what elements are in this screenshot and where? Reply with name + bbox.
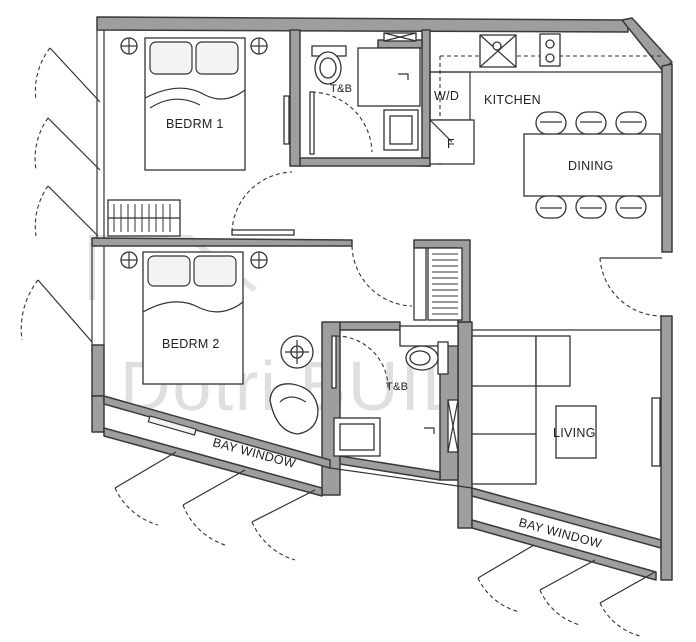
bay-window-right-casements (477, 544, 656, 637)
toilet-2-label: T&B (386, 381, 408, 393)
toilet-1-fixtures (311, 32, 421, 151)
bedroom-2-furniture (120, 251, 319, 436)
walls (91, 16, 673, 581)
kitchen-fixtures (429, 33, 561, 165)
toilet-1-label: T&B (330, 83, 352, 95)
hall-wardrobe (413, 247, 463, 321)
dining-label: DINING (568, 159, 614, 173)
dining-set (523, 111, 661, 219)
bedroom-2-label: BEDRM 2 (162, 337, 220, 351)
living-label: LIVING (553, 426, 596, 440)
left-windows (20, 47, 101, 343)
bedroom-1-furniture (107, 37, 290, 237)
outlines (91, 30, 662, 489)
fridge-label: F (447, 137, 455, 151)
doors (231, 91, 663, 389)
living-furniture (471, 335, 661, 485)
kitchen-label: KITCHEN (484, 93, 541, 107)
bedroom-1-label: BEDRM 1 (166, 117, 224, 131)
washer-dryer-label: W/D (434, 89, 459, 103)
bay-window-left-casements (114, 451, 316, 561)
toilet-2-fixtures (333, 325, 459, 457)
